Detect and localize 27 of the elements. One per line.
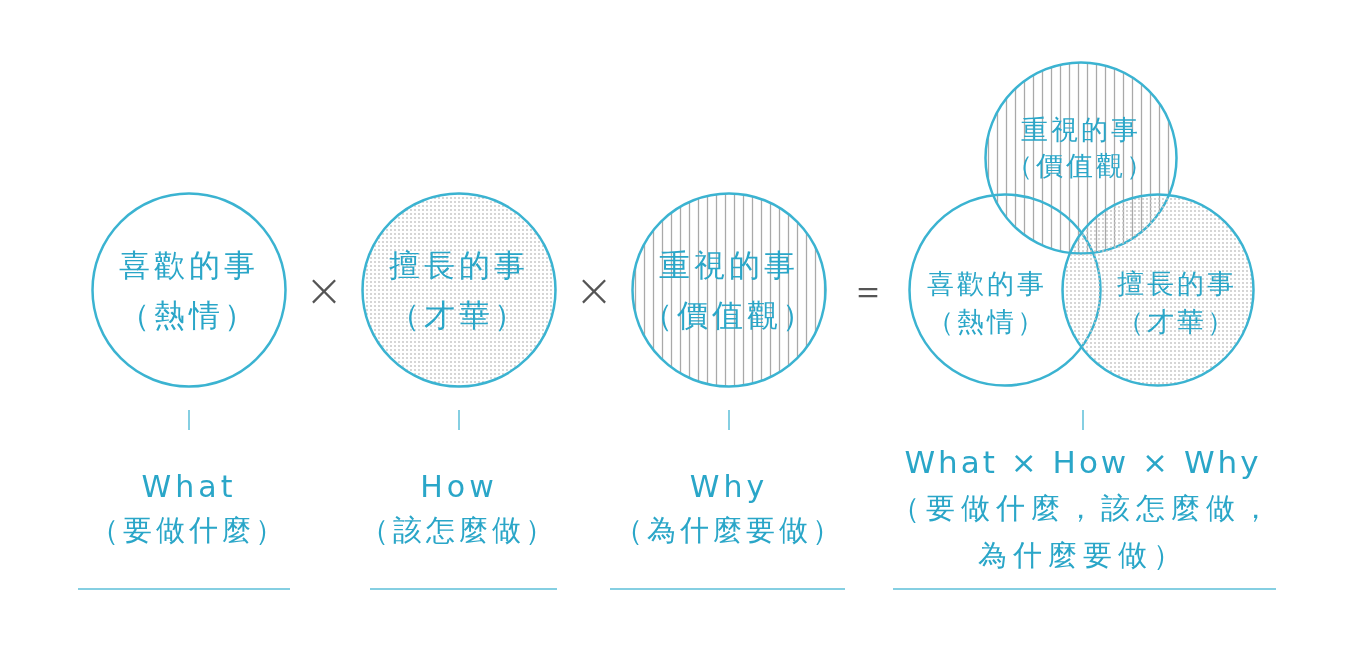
concept-circle: [91, 192, 287, 388]
question-word: How: [419, 469, 499, 505]
circle-title: 擅長的事: [389, 246, 529, 285]
circle-title: 重視的事: [1021, 113, 1141, 147]
circle-subtitle: （價值觀）: [641, 296, 817, 335]
question-word: Why: [688, 469, 770, 505]
concept-circle: [361, 192, 557, 388]
question-word: What × How × Why: [903, 443, 1263, 481]
concept-circle: [631, 192, 827, 388]
circle-title: 重視的事: [659, 246, 799, 285]
circle-title: 喜歡的事: [927, 267, 1047, 301]
question-description: （要做什麼）: [89, 512, 289, 548]
circle-subtitle: （才華）: [389, 296, 529, 335]
question-description: （為什麼要做）: [612, 512, 846, 548]
circle-subtitle: （熱情）: [927, 305, 1047, 339]
circle-subtitle: （才華）: [1117, 305, 1237, 339]
venn-circle: [1061, 193, 1255, 387]
circle-subtitle: （價值觀）: [1006, 149, 1156, 183]
question-description: （該怎麼做）: [359, 512, 559, 548]
circle-title: 喜歡的事: [119, 246, 259, 285]
question-word: What: [140, 469, 238, 505]
question-description: （要做什麼，該怎麼做，為什麼要做）: [889, 489, 1277, 574]
multiply-sign: ×: [573, 262, 615, 318]
circle-title: 擅長的事: [1117, 267, 1237, 301]
multiply-sign: ×: [303, 262, 345, 318]
equals-sign: ＝: [849, 268, 887, 312]
circle-subtitle: （熱情）: [119, 296, 259, 335]
